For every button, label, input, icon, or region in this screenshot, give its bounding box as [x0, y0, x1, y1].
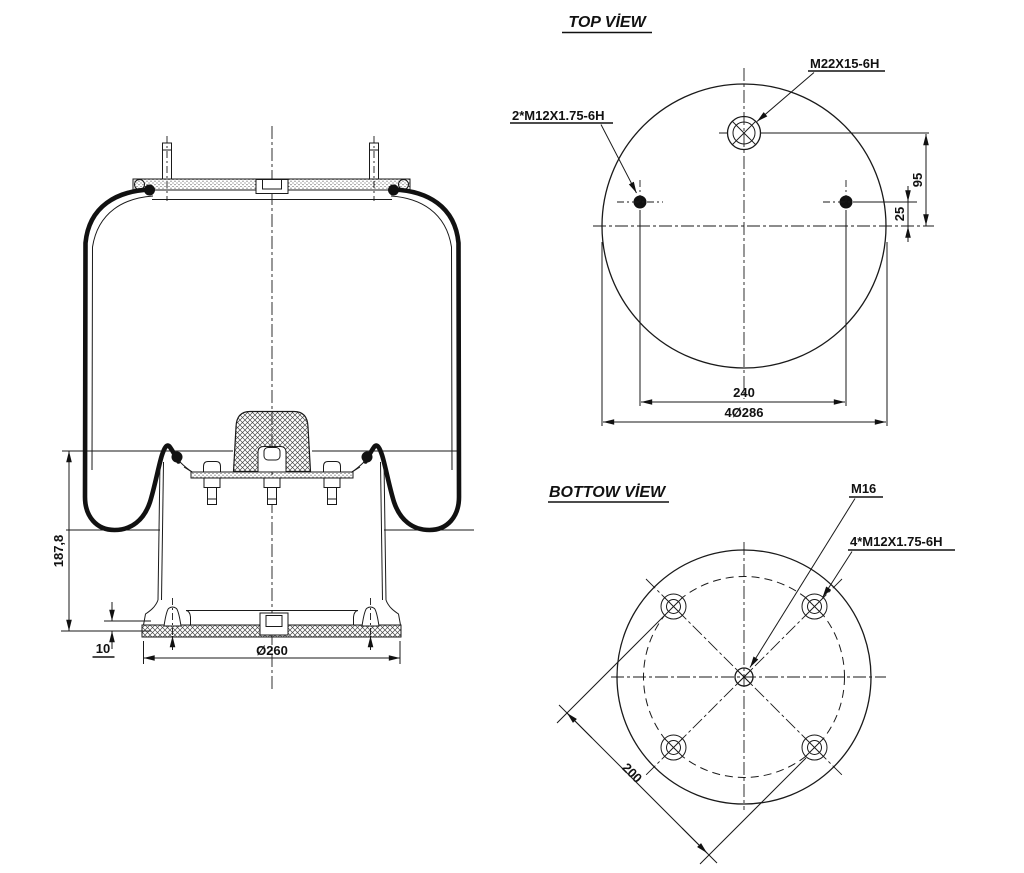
bellows-inner-left — [91, 195, 154, 471]
dim-height-text: 187,8 — [51, 535, 66, 568]
dim-pad-text: 10 — [96, 641, 110, 656]
base-plate — [141, 598, 402, 652]
stud-spacing-dimension: 240 — [641, 385, 845, 405]
bottom-view-title: BOTTOW VİEW — [549, 483, 667, 501]
bolt-hole-bottom-left — [660, 734, 687, 761]
top-view: TOP VİEW — [510, 13, 934, 426]
bellows-outline-left — [82, 187, 181, 533]
stud-thread-label: 2*M12X1.75-6H — [512, 108, 605, 123]
height-dimension: 187,8 — [51, 451, 151, 632]
bellows-outline-right — [363, 187, 462, 533]
dim-outer-diameter-text: 4Ø286 — [724, 405, 763, 420]
dim-bolt-diagonal-text: 200 — [619, 760, 645, 786]
port-thread-label: M22X15-6H — [810, 56, 879, 71]
dim-stud-offset-text: 25 — [892, 207, 907, 221]
base-diameter-dimension: Ø260 — [143, 641, 401, 664]
air-port — [719, 115, 929, 151]
dim-port-offset-text: 95 — [910, 173, 925, 187]
top-plate — [132, 178, 411, 200]
mounting-stud-right — [369, 136, 379, 201]
outer-diameter-dimension: 4Ø286 — [603, 405, 886, 425]
piston-skirt — [143, 461, 401, 626]
dim-stud-spacing-text: 240 — [733, 385, 755, 400]
center-thread-label: M16 — [851, 481, 876, 496]
pad-dimension: 10 — [92, 602, 151, 658]
center-hole — [734, 667, 754, 687]
bead-clamp-right — [361, 451, 373, 463]
bolt-hole-bottom-right — [801, 734, 828, 761]
stud-left — [617, 180, 663, 406]
dim-base-diameter-text: Ø260 — [256, 643, 288, 658]
bellows-inner-right — [390, 195, 453, 471]
center-thread-callout: M16 — [749, 481, 883, 668]
bolt-hole-top-right — [801, 593, 828, 620]
top-view-title: TOP VİEW — [568, 13, 647, 31]
bolt-hole-top-left — [660, 593, 687, 620]
bead-clamp-left — [171, 451, 183, 463]
port-thread-callout: M22X15-6H — [756, 56, 885, 122]
bolt-diagonal-dimension: 200 — [556, 615, 807, 865]
bottom-view: BOTTOW VİEW — [548, 481, 955, 865]
mounting-stud-left — [162, 136, 172, 201]
stud-right — [823, 180, 917, 406]
piston-studs — [203, 477, 341, 505]
bump-stop — [232, 410, 312, 473]
side-view: 187,8 10 Ø260 — [51, 126, 474, 692]
port-offset-dimension: 95 — [910, 134, 929, 226]
stud-thread-callout: 2*M12X1.75-6H — [510, 108, 637, 194]
bolt-thread-callout: 4*M12X1.75-6H — [822, 534, 955, 598]
center-stud-cap — [263, 447, 281, 461]
bolt-thread-label: 4*M12X1.75-6H — [850, 534, 943, 549]
stud-offset-dimension: 25 — [892, 186, 911, 242]
